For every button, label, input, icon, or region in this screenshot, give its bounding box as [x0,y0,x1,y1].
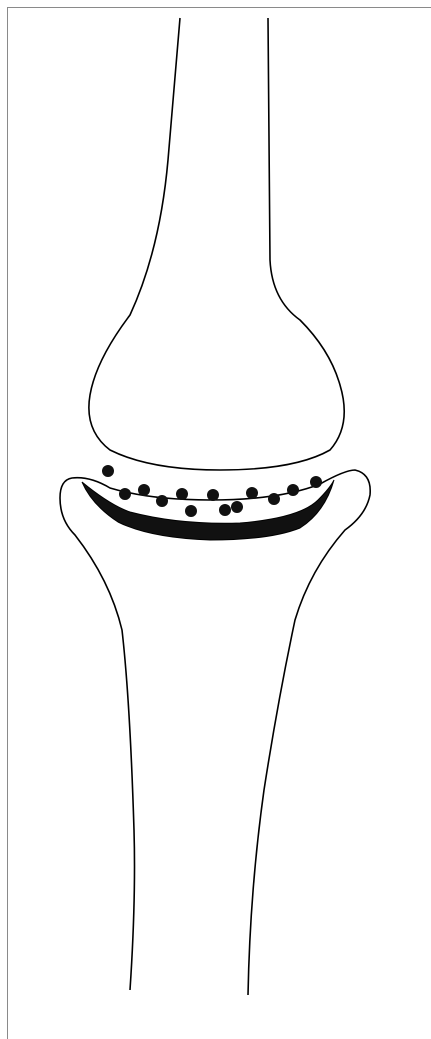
particle [219,504,231,516]
particle [268,493,280,505]
particle [138,484,150,496]
lower-bone [60,470,370,995]
particle [231,501,243,513]
particle [310,476,322,488]
particle [102,465,114,477]
particle [119,488,131,500]
particle [287,484,299,496]
joint-particles [102,465,322,517]
particle [176,488,188,500]
particle [246,487,258,499]
upper-bone [89,18,344,470]
particle [207,489,219,501]
particle [156,495,168,507]
particle [185,505,197,517]
